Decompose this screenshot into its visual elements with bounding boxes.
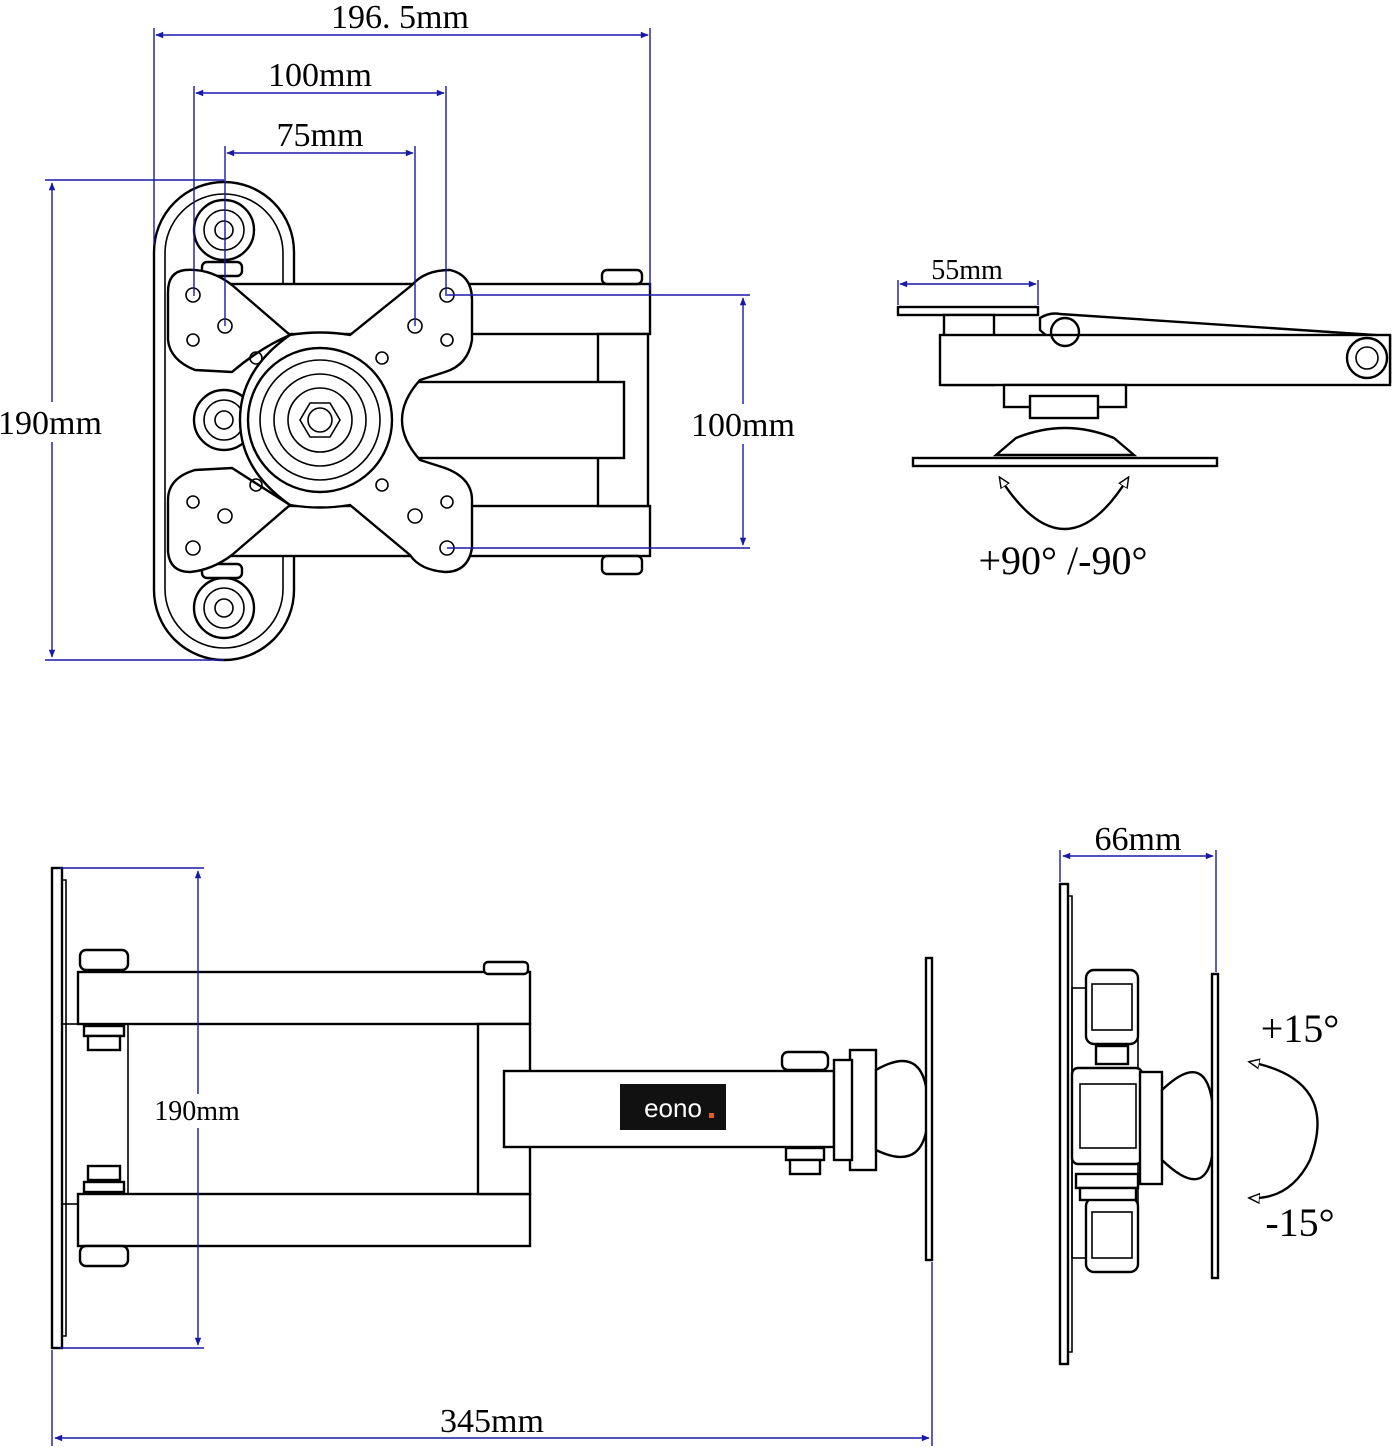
side-lower-arm [76,1192,532,1248]
swivel-hub [246,346,394,494]
side-view: eono 190mm 345mm [50,866,934,1446]
front-view: 196. 5mm 100mm 75mm 190mm 100mm [0,0,796,662]
tilt-knuckles [1070,968,1144,1274]
wall-plate-holes [192,198,256,640]
side-tilt-head [874,1059,930,1159]
top-wall-plate [896,305,1040,317]
depth-label: 66mm [1095,821,1182,858]
tilt-wall-plate [1058,882,1070,1366]
side-upper-arm [76,970,532,1026]
side-wall-plate [50,866,64,1350]
tilt-view: 66mm +15° -15° [1058,821,1340,1366]
height-total-label: 190mm [0,405,102,442]
brand-logo-text: eono [644,1093,702,1123]
top-tv-plate [911,456,1219,468]
swivel-label: +90° /-90° [979,538,1148,583]
side-tv-plate [924,956,934,1262]
vesa-100-label: 100mm [268,57,372,94]
top-tilt-head [992,426,1138,457]
brand-logo-accent [709,1113,714,1118]
plate-width-label: 55mm [931,255,1003,286]
width-total-label: 196. 5mm [331,0,469,36]
swivel-arc [1000,478,1128,530]
vesa-holes [185,287,455,556]
extension-label: 345mm [440,1403,544,1440]
brand-logo [620,1084,726,1130]
tilt-down-label: -15° [1265,1200,1334,1245]
top-view: 55mm +90° /-90° [896,255,1392,583]
vesa-75-label: 75mm [277,117,364,154]
tilt-tv-plate [1210,972,1220,1280]
tilt-up-label: +15° [1261,1006,1340,1051]
tilt-head [1160,1071,1216,1181]
vesa-vertical-label: 100mm [691,407,795,444]
tilt-arc [1250,1062,1319,1198]
plate-height-label: 190mm [154,1096,240,1127]
side-bolts [78,948,830,1268]
